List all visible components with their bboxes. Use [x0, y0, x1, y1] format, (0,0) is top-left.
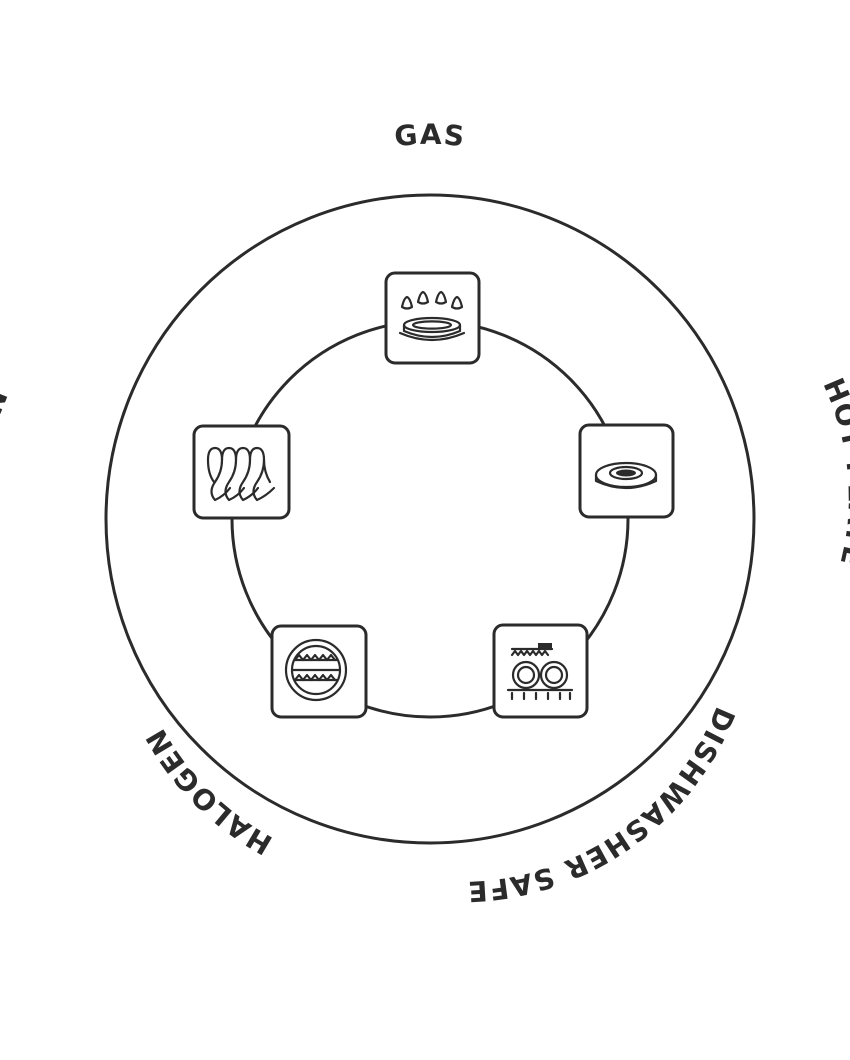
induction-label: INDUCTION	[0, 383, 15, 585]
induction-coil-icon	[192, 424, 291, 520]
dishwasher-safe-label: DISHWASHER SAFE	[466, 702, 741, 908]
gas-label: GAS	[393, 118, 467, 153]
gas-burner-icon	[384, 271, 481, 365]
halogen-icon	[270, 624, 368, 719]
outer-ring	[104, 193, 756, 845]
hot-plate-label: HOT PLATE	[817, 373, 850, 570]
dishwasher-safe-icon	[492, 623, 589, 719]
hot-plate-icon	[578, 423, 675, 519]
